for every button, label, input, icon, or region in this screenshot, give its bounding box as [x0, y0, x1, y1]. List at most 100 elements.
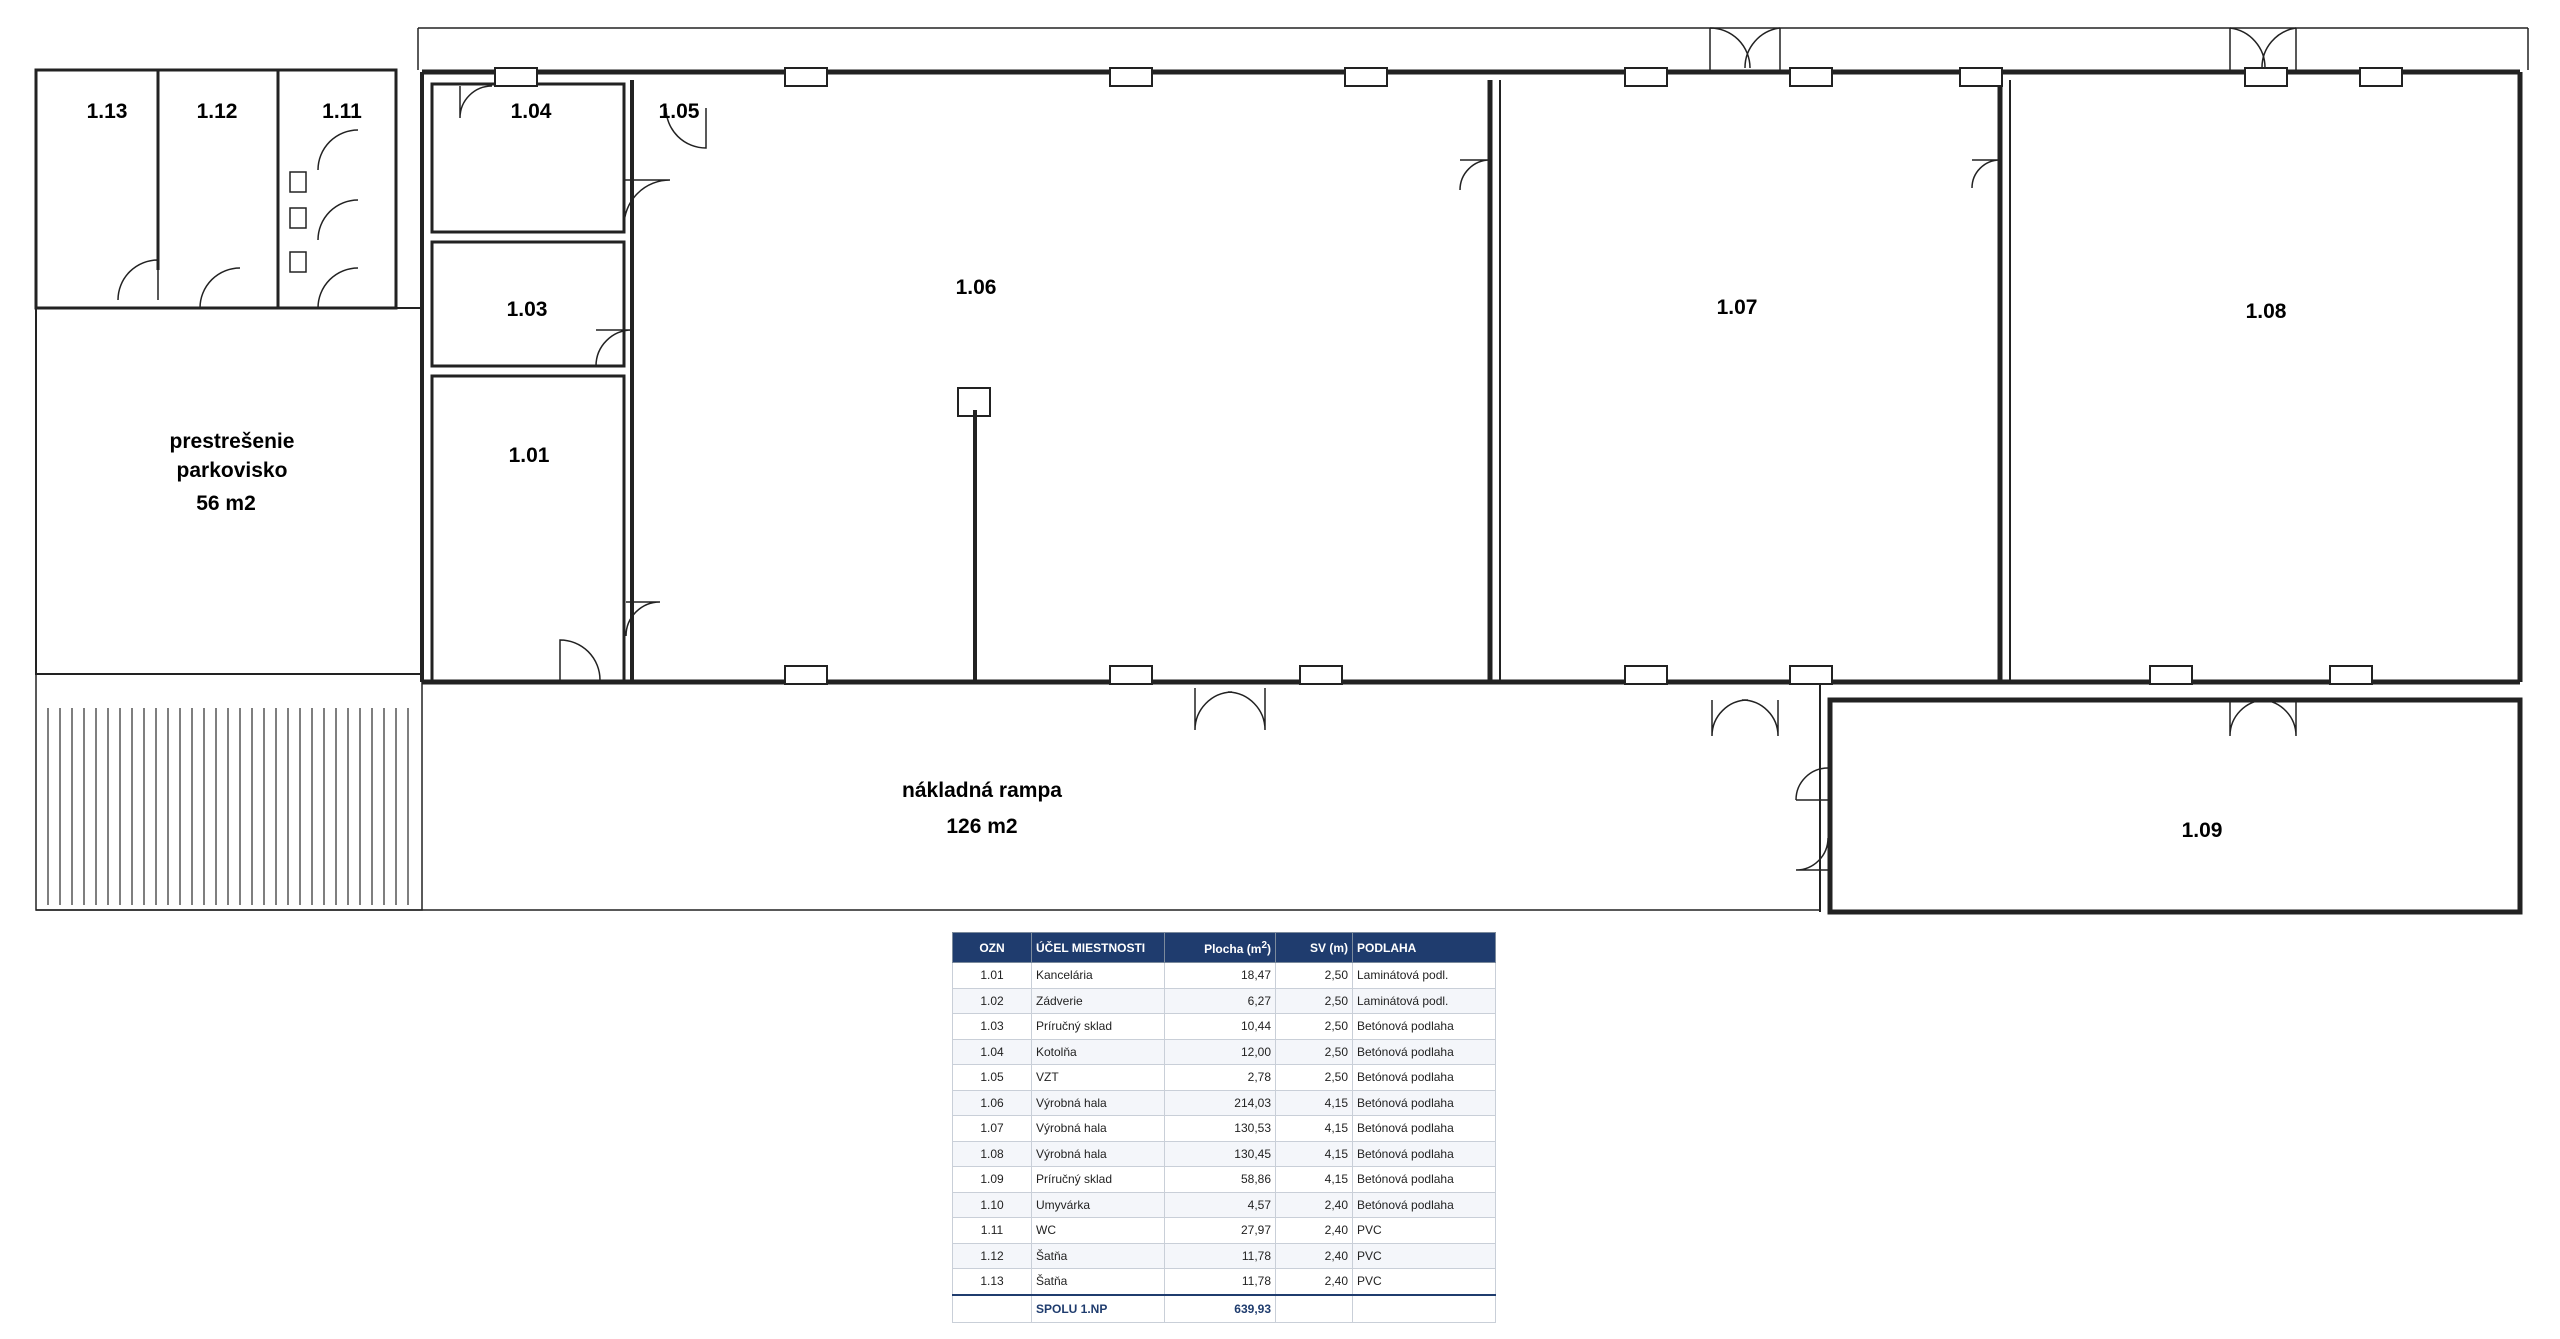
- ramp-label-line2: 126 m2: [946, 815, 1017, 838]
- cell-sv: 2,50: [1275, 1038, 1353, 1065]
- cell-sv: 4,15: [1275, 1115, 1353, 1142]
- cell-ozn: 1.13: [952, 1268, 1032, 1295]
- cell-ucel: Výrobná hala: [1031, 1089, 1165, 1116]
- room-label-1.08: 1.08: [2246, 300, 2287, 323]
- cell-ozn: 1.12: [952, 1242, 1032, 1269]
- table-header-row: OZN ÚČEL MIESTNOSTI Plocha (m2) SV (m) P…: [952, 932, 1496, 963]
- floor-plan: 1.13 1.12 1.11 1.04 1.05 1.03 1.01 1.06 …: [34, 27, 2529, 915]
- cell-ucel: Príručný sklad: [1031, 1166, 1165, 1193]
- cell-ozn: 1.02: [952, 987, 1032, 1014]
- cell-plocha: 130,53: [1164, 1115, 1276, 1142]
- cell-sv: 2,50: [1275, 962, 1353, 989]
- cell-plocha: 130,45: [1164, 1140, 1276, 1167]
- header-plocha-end: ): [1267, 941, 1271, 956]
- cell-plocha: 10,44: [1164, 1013, 1276, 1040]
- cell-plocha: 12,00: [1164, 1038, 1276, 1065]
- header-plocha-sup: 2: [1261, 939, 1267, 951]
- cell-plocha: 27,97: [1164, 1217, 1276, 1244]
- cell-ozn: 1.06: [952, 1089, 1032, 1116]
- cell-ucel: Výrobná hala: [1031, 1140, 1165, 1167]
- cell-sv: 2,40: [1275, 1191, 1353, 1218]
- cell-ozn: 1.11: [952, 1217, 1032, 1244]
- room-label-1.07: 1.07: [1717, 296, 1758, 319]
- cell-sv: 4,15: [1275, 1140, 1353, 1167]
- room-label-1.04: 1.04: [511, 100, 552, 123]
- cell-podlaha: Betónová podlaha: [1352, 1166, 1496, 1193]
- cell-sv: 2,40: [1275, 1217, 1353, 1244]
- room-label-1.05: 1.05: [659, 100, 700, 123]
- header-ozn: OZN: [952, 932, 1032, 963]
- cell-sv: 2,40: [1275, 1268, 1353, 1295]
- total-sv-empty: [1275, 1293, 1353, 1323]
- cell-ozn: 1.07: [952, 1115, 1032, 1142]
- cell-sv: 4,15: [1275, 1089, 1353, 1116]
- cell-podlaha: PVC: [1352, 1268, 1496, 1295]
- header-ucel: ÚČEL MIESTNOSTI: [1031, 932, 1165, 963]
- cell-podlaha: Betónová podlaha: [1352, 1038, 1496, 1065]
- room-table: OZN ÚČEL MIESTNOSTI Plocha (m2) SV (m) P…: [952, 932, 1496, 1323]
- cell-ucel: Kancelária: [1031, 962, 1165, 989]
- cell-ozn: 1.10: [952, 1191, 1032, 1218]
- room-label-1.11: 1.11: [322, 100, 362, 123]
- cell-ozn: 1.04: [952, 1038, 1032, 1065]
- room-label-1.12: 1.12: [197, 100, 238, 123]
- room-label-1.03: 1.03: [507, 298, 548, 321]
- cell-podlaha: Betónová podlaha: [1352, 1064, 1496, 1091]
- cell-ucel: Zádverie: [1031, 987, 1165, 1014]
- cell-ozn: 1.08: [952, 1140, 1032, 1167]
- cell-podlaha: Betónová podlaha: [1352, 1115, 1496, 1142]
- total-label: SPOLU 1.NP: [1031, 1293, 1165, 1323]
- cell-podlaha: PVC: [1352, 1217, 1496, 1244]
- header-sv: SV (m): [1275, 932, 1353, 963]
- cell-sv: 2,40: [1275, 1242, 1353, 1269]
- room-label-1.01: 1.01: [509, 444, 550, 467]
- room-label-1.06: 1.06: [956, 276, 997, 299]
- ramp-label-line1: nákladná rampa: [902, 779, 1062, 802]
- cell-ucel: Šatňa: [1031, 1242, 1165, 1269]
- cell-plocha: 18,47: [1164, 962, 1276, 989]
- table-total-row: SPOLU 1.NP 639,93: [952, 1293, 1496, 1323]
- room-label-1.09: 1.09: [2182, 819, 2223, 842]
- total-podlaha-empty: [1352, 1293, 1496, 1323]
- cell-podlaha: PVC: [1352, 1242, 1496, 1269]
- cell-podlaha: Laminátová podl.: [1352, 987, 1496, 1014]
- header-plocha: Plocha (m2): [1164, 932, 1276, 963]
- cell-plocha: 4,57: [1164, 1191, 1276, 1218]
- total-empty: [952, 1293, 1032, 1323]
- cell-plocha: 11,78: [1164, 1268, 1276, 1295]
- cell-podlaha: Betónová podlaha: [1352, 1089, 1496, 1116]
- cell-plocha: 58,86: [1164, 1166, 1276, 1193]
- cell-ucel: VZT: [1031, 1064, 1165, 1091]
- cell-ozn: 1.09: [952, 1166, 1032, 1193]
- cell-plocha: 214,03: [1164, 1089, 1276, 1116]
- cell-ucel: Umyvárka: [1031, 1191, 1165, 1218]
- cell-podlaha: Betónová podlaha: [1352, 1191, 1496, 1218]
- header-plocha-text: Plocha (m: [1204, 941, 1262, 956]
- total-plocha: 639,93: [1164, 1293, 1276, 1323]
- room-label-1.13: 1.13: [87, 100, 128, 123]
- header-podlaha: PODLAHA: [1352, 932, 1496, 963]
- cell-ucel: Kotolňa: [1031, 1038, 1165, 1065]
- cell-podlaha: Betónová podlaha: [1352, 1140, 1496, 1167]
- cell-podlaha: Laminátová podl.: [1352, 962, 1496, 989]
- cell-sv: 4,15: [1275, 1166, 1353, 1193]
- cell-ozn: 1.01: [952, 962, 1032, 989]
- cell-sv: 2,50: [1275, 1013, 1353, 1040]
- parking-label-line1: prestrešenie: [170, 430, 295, 453]
- cell-ozn: 1.03: [952, 1013, 1032, 1040]
- parking-label-line3: 56 m2: [196, 492, 256, 515]
- cell-sv: 2,50: [1275, 1064, 1353, 1091]
- cell-ozn: 1.05: [952, 1064, 1032, 1091]
